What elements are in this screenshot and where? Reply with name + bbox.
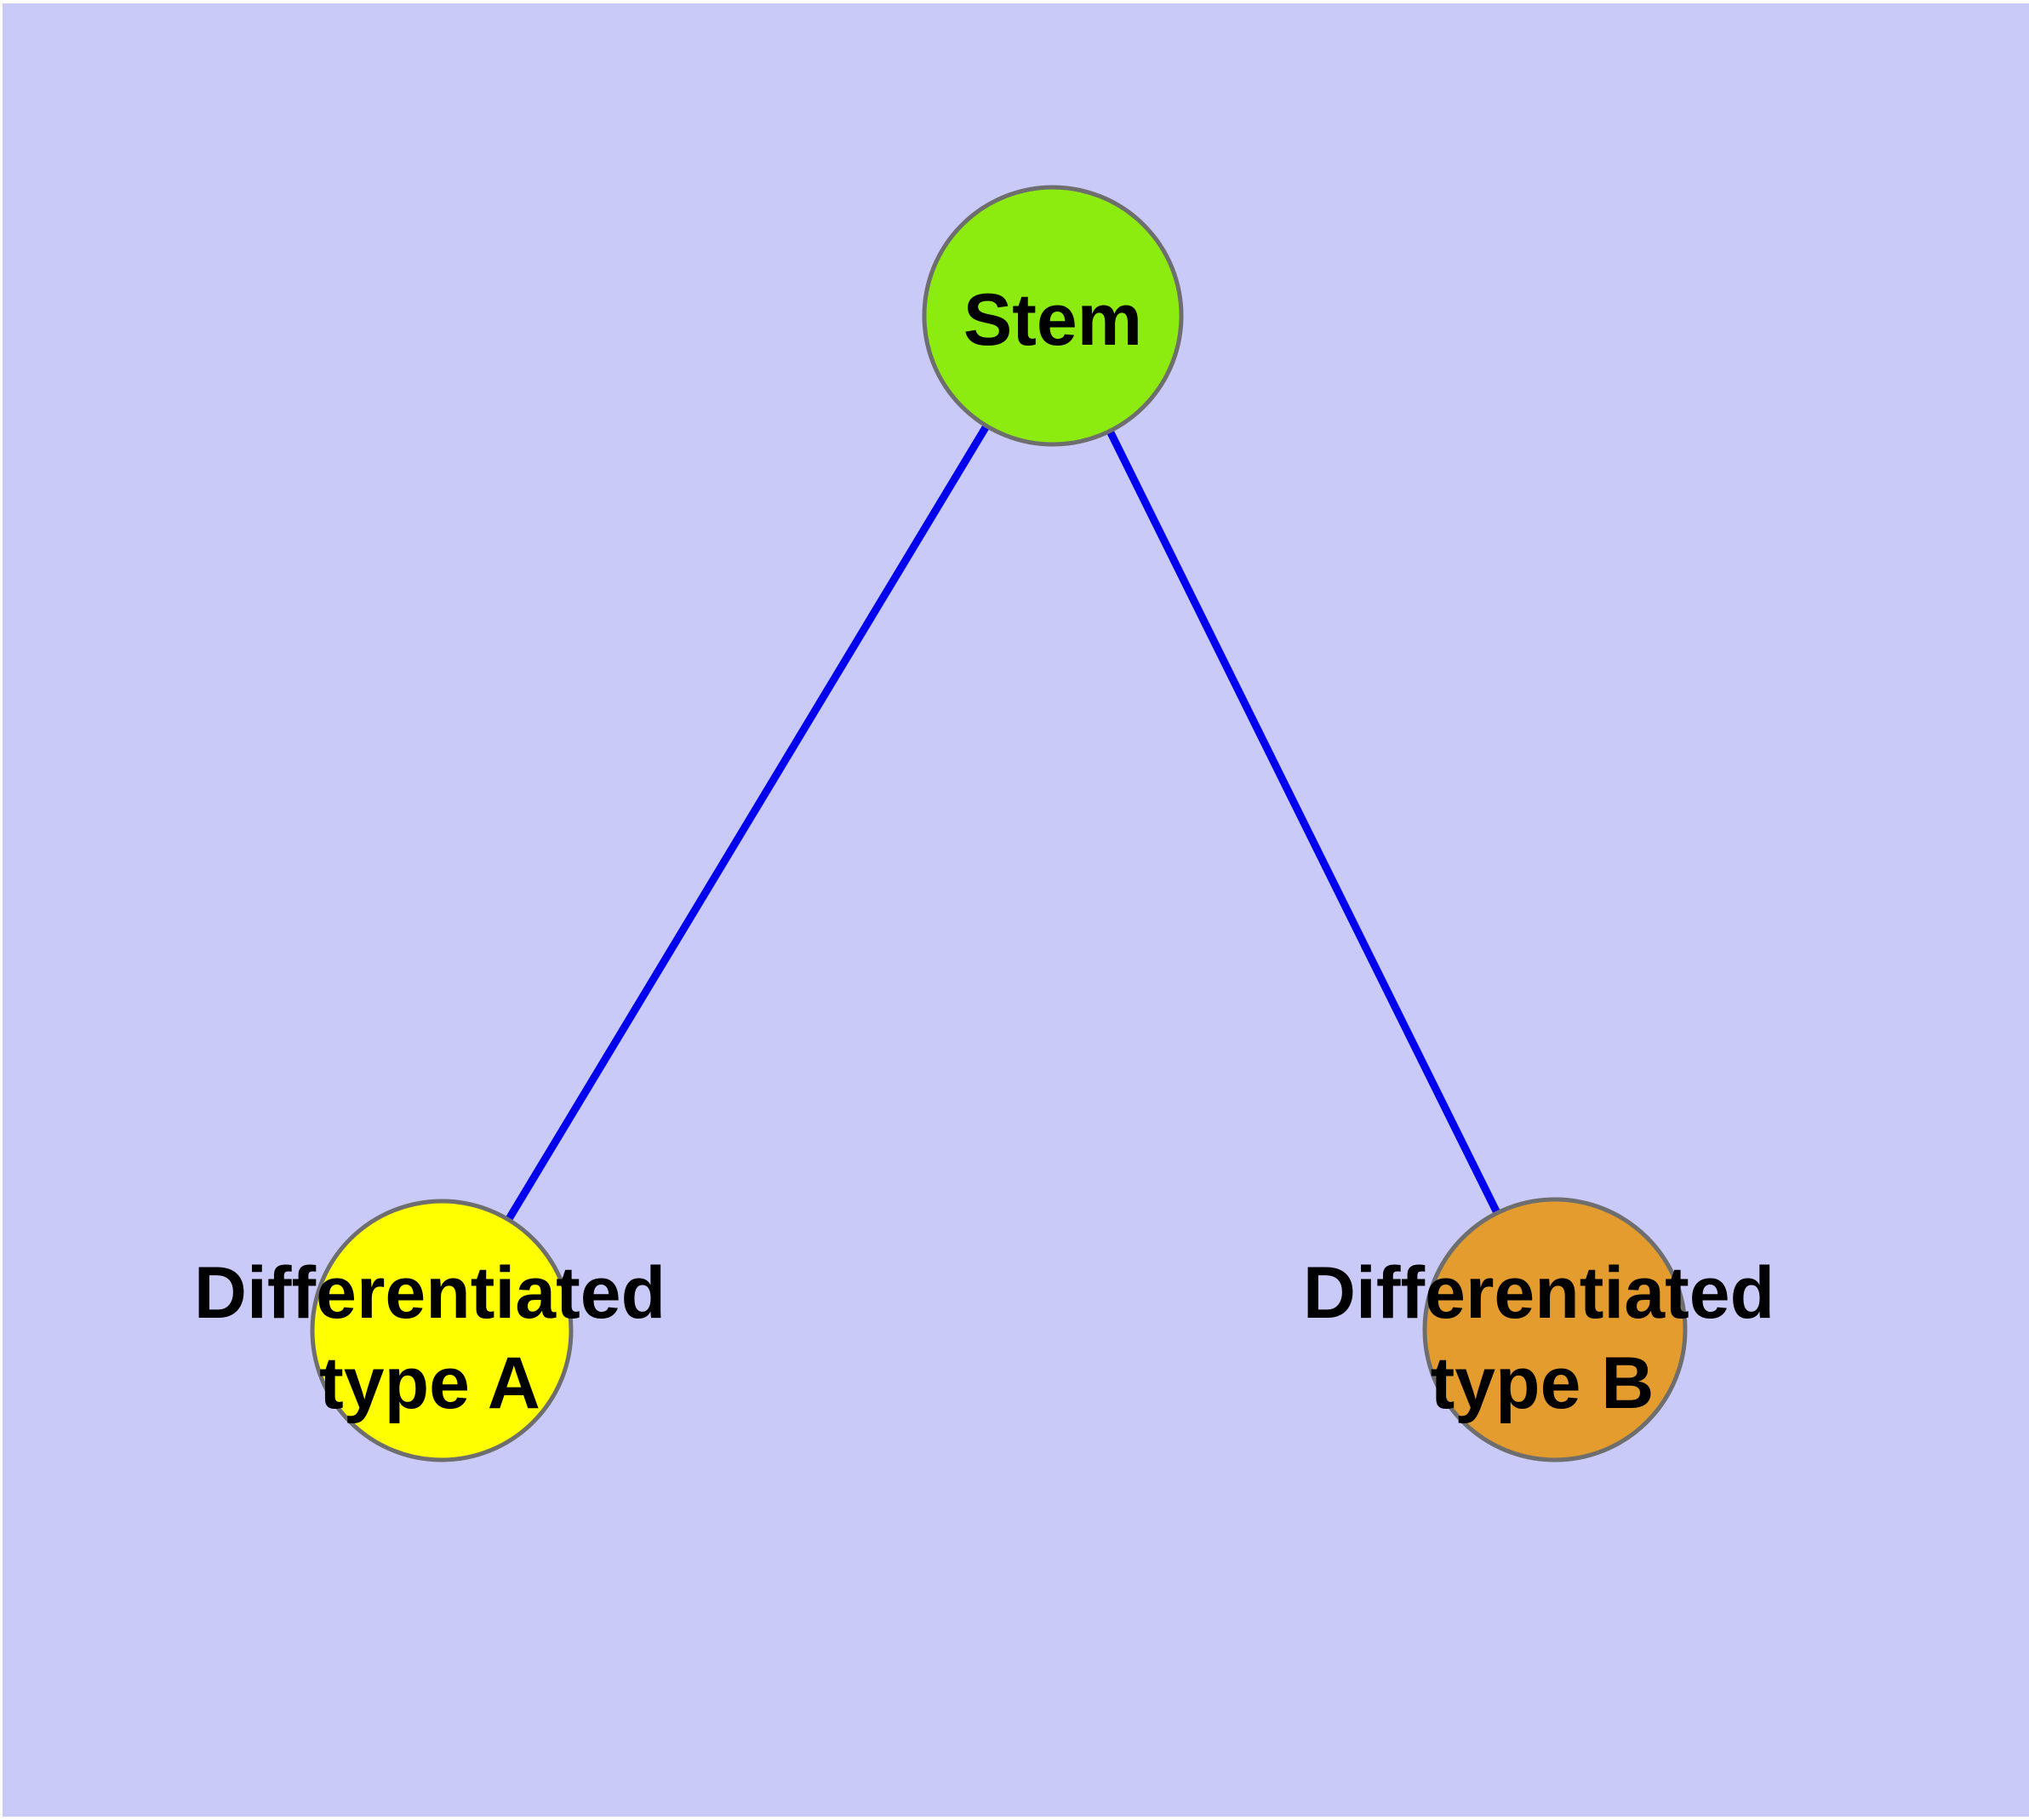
node-differentiated-type-b bbox=[1422, 1197, 1688, 1462]
edge-stem-to-type-b bbox=[1049, 314, 1559, 1331]
node-type-b-label-line1: Differentiated bbox=[1303, 1252, 1775, 1334]
edge-stem-to-type-a bbox=[438, 313, 1056, 1333]
node-type-a-label-line2: type A bbox=[319, 1342, 540, 1424]
node-type-a-label-line1: Differentiated bbox=[194, 1252, 666, 1334]
node-stem bbox=[922, 185, 1184, 447]
node-stem-label: Stem bbox=[963, 279, 1142, 361]
node-type-b-label-line2: type B bbox=[1431, 1342, 1655, 1424]
node-differentiated-type-a bbox=[310, 1199, 574, 1462]
